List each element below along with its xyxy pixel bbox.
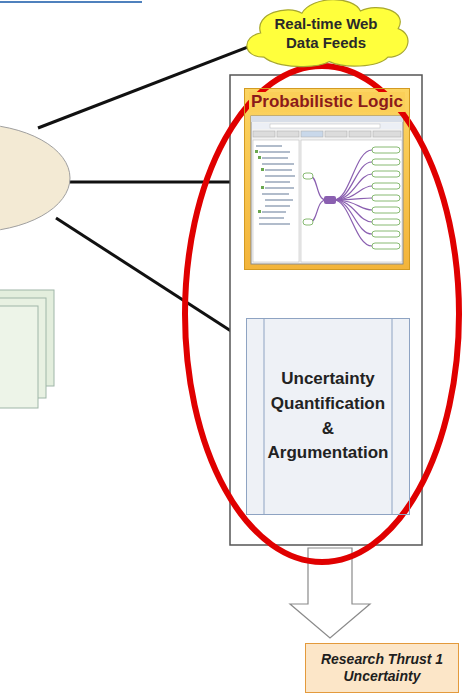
partial-ellipse <box>0 124 70 232</box>
cloud-shape: Real-time Web Data Feeds <box>240 0 412 66</box>
header-rule <box>0 1 142 3</box>
panel-divider <box>392 318 393 515</box>
node-label: Research Thrust 1 Uncertainty <box>309 651 455 686</box>
stacked-page <box>0 306 38 408</box>
outer-panel <box>230 75 422 545</box>
software-screenshot <box>251 116 403 264</box>
panel-title: Probabilistic Logic <box>249 92 405 112</box>
cloud-outline <box>240 0 412 66</box>
node-label: Uncertainty Quantification & Argumentati… <box>266 367 390 466</box>
link-line <box>56 218 248 342</box>
highlight-ellipse <box>185 66 459 562</box>
panel-divider <box>264 318 265 515</box>
link-line <box>38 44 256 128</box>
node-label: Real-time Web Data Feeds <box>266 14 386 53</box>
link-line <box>66 181 244 184</box>
panel-fill <box>246 318 410 515</box>
screenshot-panel: Probabilistic Logic <box>244 88 410 270</box>
output-box: Research Thrust 1 Uncertainty <box>305 643 459 693</box>
process-box: Uncertainty Quantification & Argumentati… <box>246 318 410 515</box>
cloud-outline <box>247 0 408 67</box>
panel-fill <box>244 88 410 270</box>
